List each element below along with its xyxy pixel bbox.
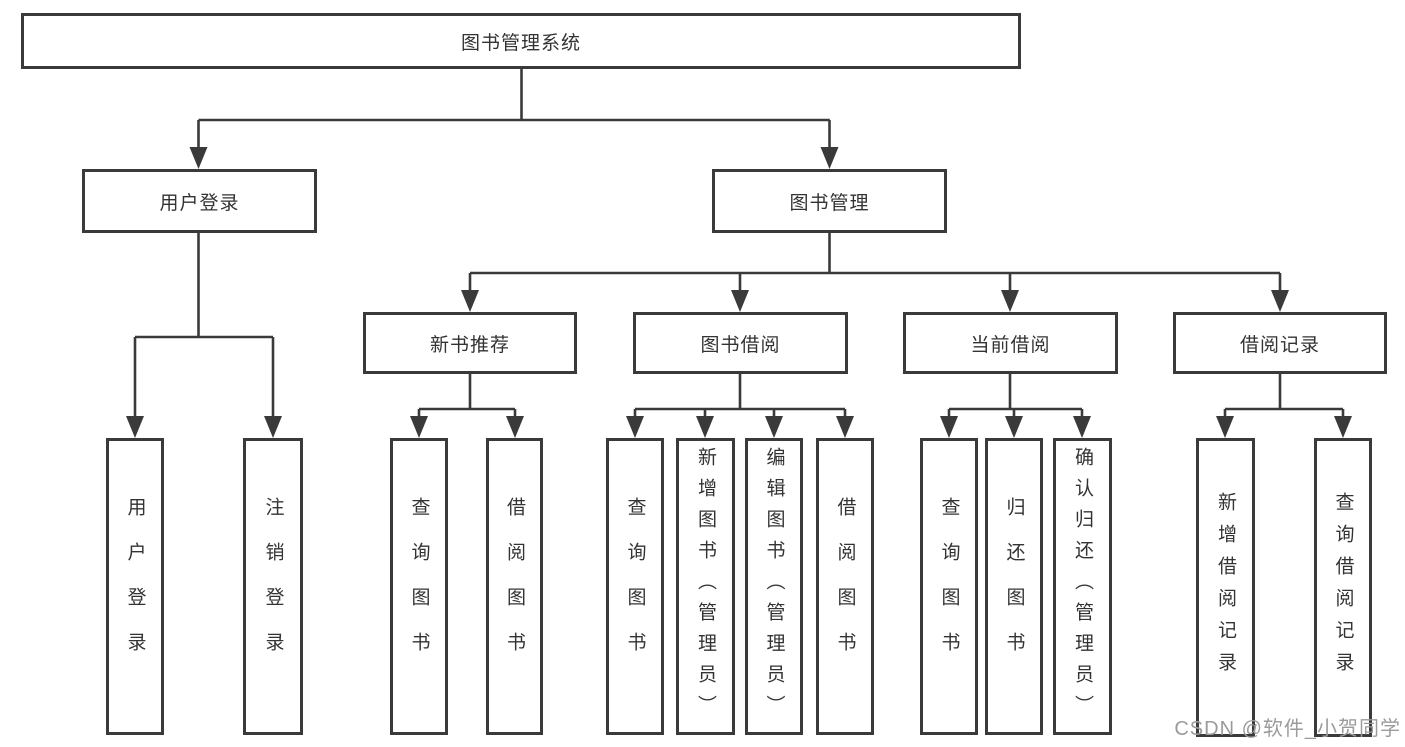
arrowhead <box>506 416 524 438</box>
node-label: 新增图书（管理员） <box>695 447 716 726</box>
node-leaf-query-borrow-record: 查询借阅记录 <box>1314 438 1372 737</box>
arrowhead <box>1005 416 1023 438</box>
node-leaf-edit-books-admin: 编辑图书（管理员） <box>745 438 803 735</box>
node-book-borrow: 图书借阅 <box>633 312 848 374</box>
node-leaf-add-books-admin: 新增图书（管理员） <box>676 438 735 735</box>
node-label: 图书借阅 <box>700 334 781 356</box>
node-label: 图书管理 <box>789 192 870 214</box>
node-leaf-query-books-recommend: 查询图书 <box>390 438 448 735</box>
node-label: 借阅记录 <box>1239 334 1320 356</box>
node-borrow-records: 借阅记录 <box>1173 312 1387 374</box>
node-book-management: 图书管理 <box>712 169 947 233</box>
node-leaf-borrow-books: 借阅图书 <box>816 438 874 735</box>
node-label: 用户登录 <box>124 496 146 677</box>
node-leaf-confirm-return-admin: 确认归还（管理员） <box>1053 438 1112 735</box>
node-leaf-query-books-current: 查询图书 <box>920 438 978 735</box>
csdn-watermark: CSDN @软件_小贺同学 <box>1174 718 1401 740</box>
arrowhead <box>1216 416 1234 438</box>
node-label: 用户登录 <box>159 192 240 214</box>
arrowhead <box>820 147 839 169</box>
arrowhead <box>126 416 144 438</box>
node-leaf-logout: 注销登录 <box>243 438 303 735</box>
node-leaf-user-login: 用户登录 <box>106 438 164 735</box>
arrowhead <box>264 416 282 438</box>
arrowhead <box>1334 416 1352 438</box>
node-label: 查询借阅记录 <box>1332 491 1354 684</box>
node-label: 当前借阅 <box>970 334 1051 356</box>
arrowhead <box>836 416 854 438</box>
arrowhead <box>731 290 749 312</box>
node-leaf-borrow-books-recommend: 借阅图书 <box>486 438 543 735</box>
node-label: 归还图书 <box>1003 496 1025 677</box>
node-label: 图书管理系统 <box>460 32 581 54</box>
node-label: 借阅图书 <box>834 496 856 677</box>
arrowhead <box>410 416 428 438</box>
node-leaf-query-books-borrow: 查询图书 <box>606 438 664 735</box>
node-leaf-return-books: 归还图书 <box>985 438 1043 735</box>
node-label: 确认归还（管理员） <box>1072 447 1093 726</box>
node-label: 查询图书 <box>624 496 646 677</box>
node-user-login: 用户登录 <box>82 169 317 233</box>
node-label: 编辑图书（管理员） <box>763 447 785 726</box>
node-new-book-recommend: 新书推荐 <box>363 312 577 374</box>
arrowhead <box>1001 290 1019 312</box>
node-label: 新书推荐 <box>429 334 510 356</box>
arrowhead <box>696 416 714 438</box>
arrowhead <box>189 147 208 169</box>
node-label: 借阅图书 <box>504 496 525 677</box>
arrowhead <box>940 416 958 438</box>
node-label: 查询图书 <box>408 496 430 677</box>
arrowhead <box>626 416 644 438</box>
node-root-library-system: 图书管理系统 <box>21 13 1021 69</box>
node-label: 查询图书 <box>938 496 960 677</box>
node-label: 新增借阅记录 <box>1215 491 1236 684</box>
arrowhead <box>1073 416 1091 438</box>
arrowhead <box>461 290 479 312</box>
node-label: 注销登录 <box>262 496 284 677</box>
node-current-borrow: 当前借阅 <box>903 312 1118 374</box>
arrowhead <box>765 416 783 438</box>
node-leaf-add-borrow-record: 新增借阅记录 <box>1196 438 1255 737</box>
arrowhead <box>1271 290 1289 312</box>
